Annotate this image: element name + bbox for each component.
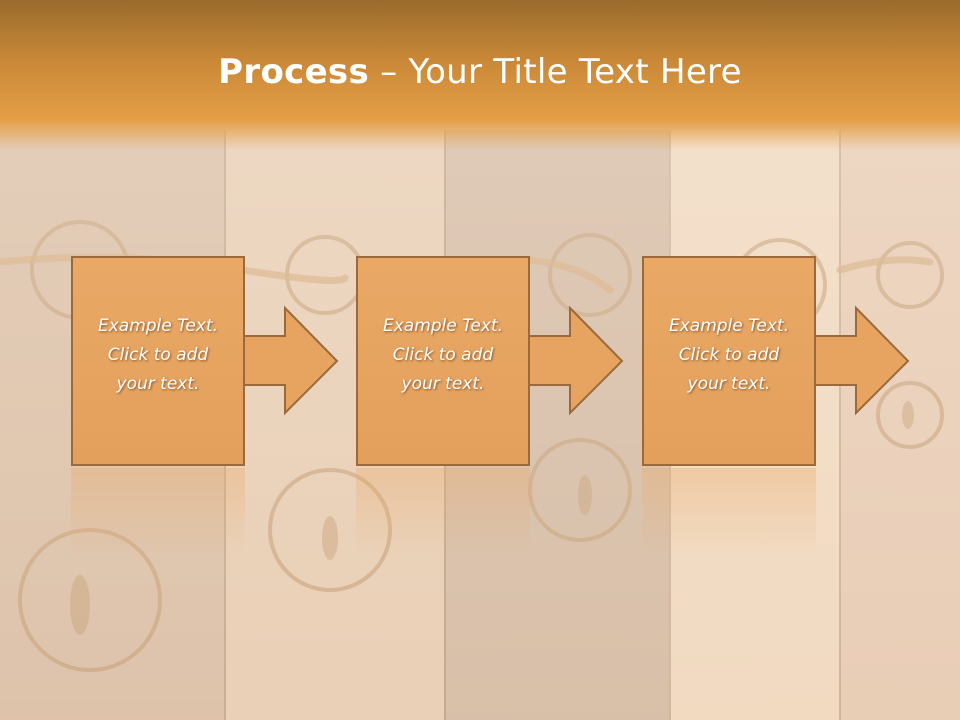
step-text[interactable]: Example Text. Click to add your text. — [668, 316, 790, 394]
title-rest: – Your Title Text Here — [369, 52, 742, 92]
process-step-3[interactable]: Example Text. Click to add your text. — [642, 256, 914, 466]
step-reflection — [356, 468, 530, 558]
step-box[interactable] — [71, 256, 245, 466]
step-box[interactable] — [356, 256, 530, 466]
process-step-2[interactable]: Example Text. Click to add your text. — [356, 256, 628, 466]
step-text[interactable]: Example Text. Click to add your text. — [97, 316, 219, 394]
step-reflection — [642, 468, 816, 558]
title-band — [0, 0, 960, 150]
step-text[interactable]: Example Text. Click to add your text. — [382, 316, 504, 394]
title-bold: Process — [218, 52, 370, 92]
right-arrow-icon — [811, 305, 910, 416]
step-box[interactable] — [642, 256, 816, 466]
right-arrow-icon — [240, 305, 339, 416]
slide-title[interactable]: Process – Your Title Text Here — [0, 52, 960, 92]
process-step-1[interactable]: Example Text. Click to add your text. — [71, 256, 343, 466]
right-arrow-icon — [525, 305, 624, 416]
step-reflection — [71, 468, 245, 558]
